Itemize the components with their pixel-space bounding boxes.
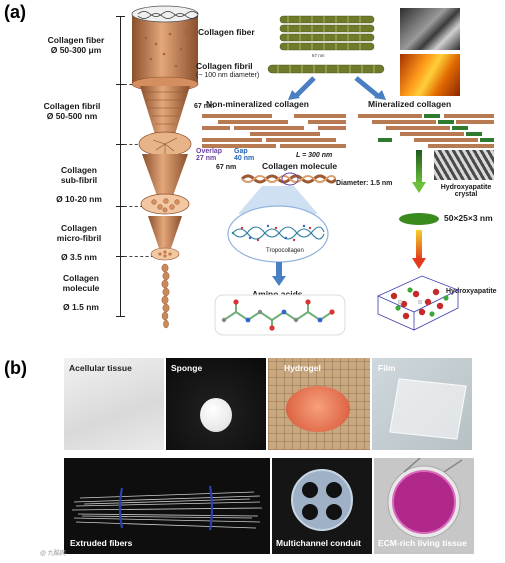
subfibril-dim: Ø 10-20 nm [56, 194, 102, 205]
tropocollagen-illustration [227, 186, 329, 263]
fiber-name: Collagen fiber [47, 35, 105, 45]
amino-down-arrow [272, 262, 286, 286]
min-title: Mineralized collagen [368, 99, 452, 109]
diameter-label: Diameter: 1.5 nm [336, 180, 393, 187]
molecule-name: Collagen molecule [62, 272, 100, 293]
hap-crystal-disk [399, 213, 439, 225]
tile-label: Film [378, 363, 396, 373]
guide-line [124, 206, 154, 207]
overlap-value: 27 nm [196, 155, 217, 162]
cone-67nm-label: 67 nm [194, 103, 215, 110]
hierarchy-label-fibril: Collagen fibril Ø 50-500 nm [32, 101, 112, 122]
collagen-hierarchy-illustration [131, 5, 199, 329]
tile-label: Multichannel conduit [276, 538, 361, 548]
bracket-tick [116, 16, 125, 17]
hierarchy-label-fiber: Collagen fiber Ø 50-300 μm [36, 35, 116, 56]
conduit-illustration [291, 469, 353, 531]
bracket-tick [116, 206, 125, 207]
afm-fibril-image [400, 54, 460, 96]
petri-dish-illustration [387, 458, 463, 539]
bracket-tick [116, 144, 125, 145]
overlap-text: Overlap [196, 148, 223, 155]
mineralized-stagger [358, 114, 494, 148]
molecule-dim: Ø 1.5 nm [63, 302, 99, 313]
bracket-tick [116, 256, 125, 257]
tem-hydroxyapatite-image [434, 150, 494, 180]
tile-acellular-tissue: Acellular tissue [64, 358, 164, 450]
hierarchy-label-molecule: Collagen molecule Ø 1.5 nm [46, 264, 116, 323]
subfibril-name: Collagen sub-fibril [60, 164, 98, 185]
hierarchy-bracket [116, 16, 125, 317]
fibril-dim: Ø 50-500 nm [46, 110, 98, 121]
guide-line [124, 256, 154, 257]
bracket-tick [116, 84, 125, 85]
amino-title: Amino acids [252, 289, 303, 299]
mineral-down-arrow [412, 150, 426, 193]
nonmin-title: Non-mineralized collagen [206, 99, 309, 109]
hap-down-arrow [412, 230, 426, 269]
branch-arrows [288, 76, 386, 100]
hap-crystal-label: Hydroxyapatite crystal [440, 184, 492, 198]
tile-ecm-living-tissue: ECM-rich living tissue [374, 458, 474, 554]
fibril-name: Collagen fibril [43, 101, 101, 111]
tile-label: ECM-rich living tissue [378, 538, 467, 548]
tile-label: Extruded fibers [70, 538, 133, 548]
hap-size-label: 50×25×3 nm [444, 213, 493, 223]
gap-label: Gap 40 nm [234, 148, 254, 162]
fibril-subtitle: (~ 100 nm diameter) [196, 71, 260, 79]
hap-label: Hydroxyapatite [446, 288, 497, 295]
tile-film: Film [372, 358, 472, 450]
hierarchy-label-subfibril: Collagen sub-fibril Ø 10-20 nm [44, 156, 114, 215]
gap-value: 40 nm [234, 155, 255, 162]
tile-label: Acellular tissue [69, 363, 132, 373]
bracket-tick [116, 316, 125, 317]
sem-fiber-image [400, 8, 460, 50]
panel-b-letter: (b) [4, 358, 27, 378]
overlap-label: Overlap 27 nm [196, 148, 222, 162]
tropocollagen-label: Tropocollagen [266, 248, 304, 254]
fibril-title-text: Collagen fibril [196, 61, 253, 71]
microfibril-dim: Ø 3.5 nm [61, 252, 97, 263]
panel-a-letter: (a) [4, 2, 26, 22]
fibril-67nm-mark: 67 nm [312, 53, 325, 58]
hydrogel-blob [286, 386, 350, 432]
tile-sponge: Sponge [166, 358, 266, 450]
film-sheet [389, 378, 467, 440]
nonmineralized-stagger [202, 114, 346, 148]
sponge-disc [200, 398, 232, 432]
period-67nm: 67 nm [216, 164, 237, 171]
molecule-strand [240, 172, 336, 186]
tile-hydrogel: Hydrogel [268, 358, 370, 450]
tile-label: Sponge [171, 363, 203, 373]
extruded-fibers-illustration [71, 485, 263, 531]
fiber-dim: Ø 50-300 μm [50, 44, 102, 55]
fiber-bundle-illustration [279, 15, 375, 51]
watermark: @ 九酷网 [40, 551, 66, 557]
hierarchy-label-microfibril: Collagen micro-fibril Ø 3.5 nm [44, 214, 114, 273]
tile-label: Hydrogel [284, 363, 321, 373]
tile-extruded-fibers: Extruded fibers [64, 458, 270, 554]
microfibril-name: Collagen micro-fibril [56, 222, 102, 243]
hydroxyapatite-lattice [377, 275, 459, 331]
amino-acids-illustration [214, 294, 346, 336]
fibril-title: Collagen fibril (~ 100 nm diameter) [196, 61, 260, 80]
fibril-rod-illustration [267, 64, 385, 74]
length-300nm: L = 300 nm [296, 152, 333, 159]
fiber-title: Collagen fiber [198, 27, 255, 37]
molecule-title: Collagen molecule [262, 161, 338, 171]
gap-text: Gap [234, 148, 248, 155]
tile-multichannel-conduit: Multichannel conduit [272, 458, 372, 554]
